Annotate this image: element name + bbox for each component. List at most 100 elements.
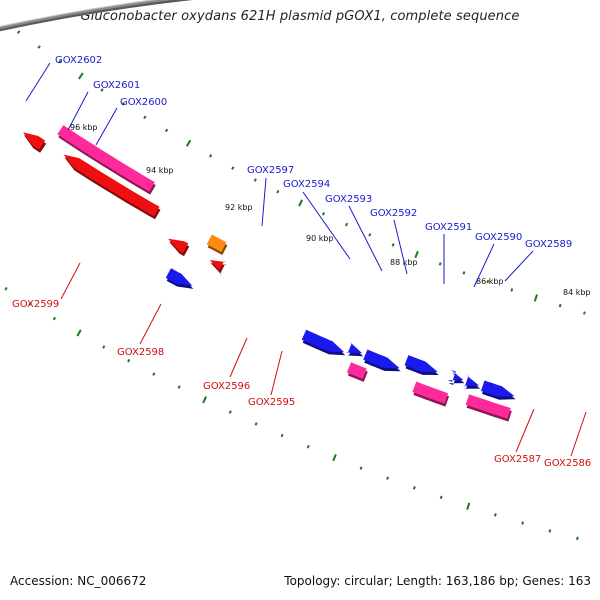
gene-feature [63, 154, 160, 217]
gene-label-forward: GOX2592 [370, 208, 417, 219]
inner-tick-mark [438, 262, 442, 266]
outer-tick-mark [254, 422, 258, 426]
inner-tick-mark [583, 311, 586, 315]
gene-label-forward: GOX2594 [283, 179, 330, 190]
gene-leader-line [60, 262, 81, 300]
gene-feature [346, 342, 363, 354]
inner-tick-mark [231, 166, 235, 170]
inner-tick-mark [253, 178, 257, 182]
gene-label-reverse: GOX2587 [494, 454, 541, 465]
outer-tick-mark [28, 301, 32, 306]
outer-tick-mark [548, 529, 552, 533]
gene-feature [168, 238, 189, 254]
inner-tick-mark [276, 189, 280, 194]
inner-tick-mark [321, 212, 326, 216]
scale-label: 86 kbp [476, 277, 504, 286]
sequence-summary: Topology: circular; Length: 163,186 bp; … [284, 574, 591, 588]
inner-tick-mark [368, 233, 372, 237]
plasmid-backbone [0, 0, 174, 30]
inner-tick-mark [391, 243, 395, 247]
outer-tick-mark [152, 372, 156, 376]
gene-leader-line [270, 350, 283, 396]
outer-tick-mark [102, 345, 106, 349]
scale-label: 92 kbp [225, 203, 253, 212]
inner-tick-mark [209, 154, 213, 158]
gene-label-reverse: GOX2586 [544, 458, 591, 469]
inner-tick-mark [164, 128, 169, 133]
gene-feature [465, 394, 511, 419]
gene-feature [363, 349, 400, 369]
outer-tick-mark [228, 410, 232, 414]
gene-feature [412, 381, 449, 404]
gene-label-reverse: GOX2596 [203, 381, 250, 392]
gene-leader-line [25, 62, 51, 102]
gene-label-forward: GOX2601 [93, 80, 140, 91]
gene-feature [404, 355, 438, 372]
gene-leader-line [515, 408, 535, 453]
gene-leader-line [95, 107, 118, 146]
outer-tick-mark [359, 466, 363, 470]
gene-leader-line [348, 205, 383, 272]
gene-label-forward: GOX2597 [247, 165, 294, 176]
outer-tick-mark [439, 495, 443, 500]
gene-label-reverse: GOX2595 [248, 397, 295, 408]
gene-label-forward: GOX2600 [120, 97, 167, 108]
gene-feature [301, 329, 345, 353]
inner-tick-mark [414, 250, 419, 259]
inner-tick-mark [100, 88, 104, 92]
outer-tick-mark [306, 445, 310, 449]
gene-leader-line [261, 177, 267, 227]
gene-feature [447, 369, 464, 382]
outer-tick-mark [127, 358, 131, 363]
accession-text: Accession: NC_006672 [10, 574, 147, 588]
gene-feature [209, 260, 226, 272]
gene-feature [165, 268, 193, 286]
inner-tick-mark [462, 271, 466, 275]
outer-tick-mark [576, 536, 579, 541]
inner-tick-mark [78, 72, 84, 80]
gene-label-forward: GOX2593 [325, 194, 372, 205]
inner-tick-mark [510, 288, 514, 292]
inner-tick-mark [37, 45, 41, 49]
outer-tick-mark [4, 286, 8, 291]
inner-tick-mark [344, 222, 349, 227]
gene-leader-line [393, 219, 408, 275]
outer-tick-mark [412, 486, 416, 490]
outer-tick-mark [177, 385, 181, 389]
outer-tick-mark [386, 476, 390, 480]
outer-tick-mark [521, 521, 524, 525]
inner-tick-mark [298, 199, 304, 207]
inner-tick-mark [143, 115, 147, 120]
gene-label-forward: GOX2602 [55, 55, 102, 66]
gene-feature [57, 125, 155, 192]
inner-tick-mark [121, 102, 125, 106]
backbone-highlight [0, 0, 157, 28]
gene-feature [481, 380, 515, 397]
scale-label: 84 kbp [563, 288, 591, 297]
scale-label: 94 kbp [146, 166, 174, 175]
inner-tick-mark [16, 30, 21, 34]
map-title: Gluconobacter oxydans 621H plasmid pGOX1… [80, 9, 520, 24]
gene-leader-line [67, 91, 89, 131]
gene-leader-line [229, 337, 248, 378]
gene-feature [463, 375, 480, 387]
gene-feature [346, 362, 367, 379]
outer-tick-mark [466, 502, 471, 510]
outer-tick-mark [202, 396, 208, 404]
scale-label: 96 kbp [70, 123, 98, 132]
gene-label-forward: GOX2590 [475, 232, 522, 243]
gene-leader-line [504, 250, 534, 282]
gene-leader-line [139, 303, 162, 345]
gene-label-reverse: GOX2598 [117, 347, 164, 358]
gene-label-reverse: GOX2599 [12, 299, 59, 310]
gene-leader-line [473, 243, 495, 288]
gene-label-forward: GOX2591 [425, 222, 472, 233]
inner-tick-mark [486, 279, 490, 284]
gene-leader-line [302, 191, 351, 260]
outer-tick-mark [332, 454, 337, 462]
outer-tick-mark [493, 513, 497, 517]
inner-tick-mark [533, 294, 538, 302]
gene-leader-line [570, 411, 587, 457]
inner-tick-mark [185, 139, 192, 147]
